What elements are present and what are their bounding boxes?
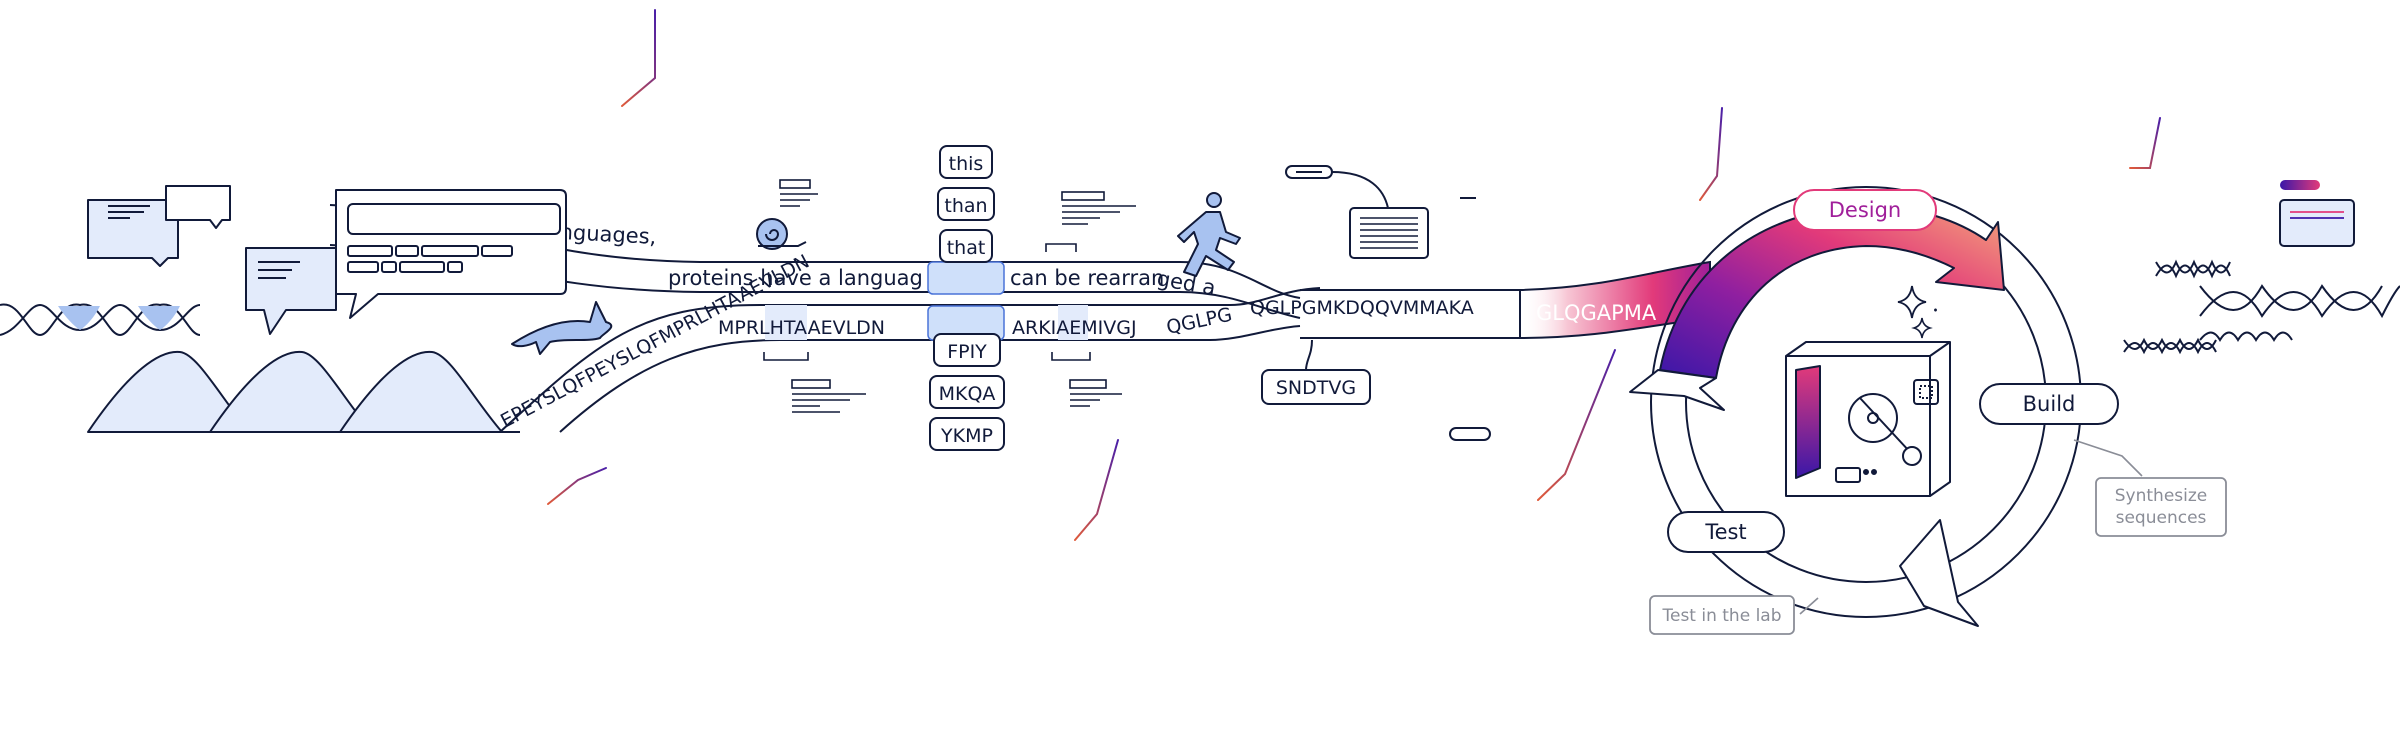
sequence-left-straight: MPRLHTAAEVLDN — [718, 317, 885, 339]
token-stack-top: this than that — [937, 145, 995, 263]
design-label: Design — [1829, 198, 1902, 222]
sparkle-icon — [1911, 317, 1933, 339]
deco-line — [1699, 107, 1723, 201]
sequence-mid: ARKIAEMIVGJ — [1012, 317, 1137, 339]
token-top-2: that — [947, 237, 986, 259]
sequence-qglpg: QGLPG — [1164, 304, 1234, 339]
right-decorations — [2123, 199, 2400, 355]
dna-helix-icon — [0, 303, 201, 337]
token-top-1: than — [944, 195, 987, 217]
token-sndtvg: SNDTVG — [1261, 339, 1371, 405]
ribbon-helix — [87, 350, 520, 433]
chat-bubble-large — [245, 189, 567, 335]
token-bottom-2: YKMP — [940, 425, 993, 447]
ribbon-highlights — [765, 261, 1088, 341]
test-label: Test — [1704, 520, 1746, 544]
decorative-lines — [547, 9, 2161, 541]
token-bottom-0: FPIY — [947, 341, 987, 363]
phrase-proteins: proteins have a languag — [668, 266, 923, 290]
document-icon — [1285, 165, 1429, 259]
chat-bubble-icon — [87, 185, 231, 267]
deco-line — [2129, 117, 2161, 169]
sequence-right: QGLPGMKDQQVMMAKA — [1250, 297, 1474, 319]
deco-line — [1537, 349, 1616, 501]
token-top-0: this — [949, 153, 984, 175]
build-label: Build — [2023, 392, 2076, 416]
deco-line — [621, 9, 656, 107]
svg-text:SNDTVG: SNDTVG — [1276, 377, 1356, 399]
design-arrow — [1659, 205, 2005, 379]
sequence-gradient: GLQGAPMA — [1536, 301, 1657, 325]
lab-machine-icon — [1785, 341, 1951, 497]
test-lab-label: Test in the lab — [1661, 606, 1781, 626]
sparkle-icon — [1897, 285, 1927, 319]
sparkle-icon — [1934, 308, 1937, 312]
deco-line — [547, 467, 607, 505]
annotation-glyphs — [763, 179, 1136, 413]
build-arrow-head — [1899, 519, 1979, 627]
runner-icon — [1177, 192, 1241, 277]
token-stack-bottom: FPIY MKQA YKMP — [929, 333, 1005, 451]
phrase-can-be: can be rearran — [1010, 266, 1164, 290]
design-build-test-cycle: Design Build Test Synt — [1629, 186, 2227, 635]
gradient-tab — [2280, 180, 2320, 190]
test-arrow-head — [1629, 369, 1725, 411]
snail-icon — [756, 218, 807, 250]
pill-mark — [1449, 427, 1491, 441]
synthesize-line-2: sequences — [2116, 508, 2207, 528]
deco-line — [1074, 439, 1119, 541]
dolphin-icon — [511, 301, 613, 355]
token-bottom-1: MKQA — [939, 383, 996, 405]
synthesize-line-1: Synthesize — [2115, 486, 2208, 506]
